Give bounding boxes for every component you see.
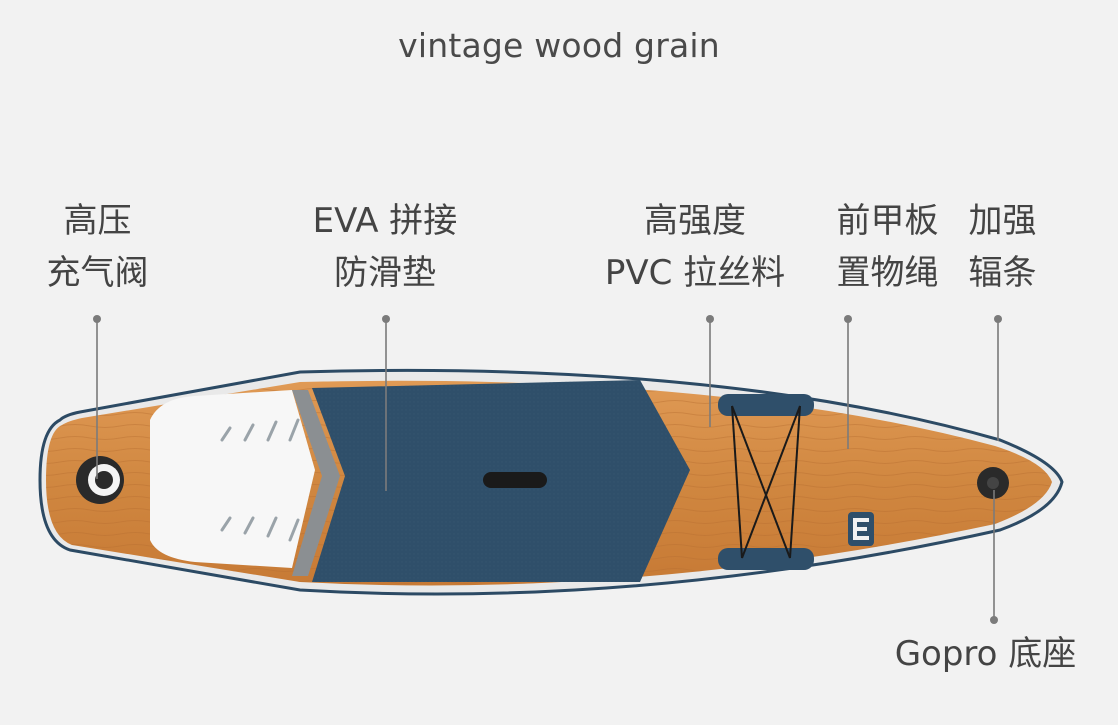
bungee-anchor-bottom bbox=[718, 548, 814, 570]
label-rib-line2: 辐条 bbox=[968, 253, 1037, 293]
label-pvc-line1: 高强度 bbox=[644, 201, 746, 241]
label-eva-line2: 防滑垫 bbox=[334, 253, 436, 293]
label-eva: EVA 拼接 防滑垫 bbox=[295, 195, 475, 299]
label-pvc: 高强度 PVC 拉丝料 bbox=[585, 195, 805, 299]
label-pvc-line2: PVC 拉丝料 bbox=[604, 253, 786, 293]
label-eva-line1: EVA 拼接 bbox=[312, 201, 458, 241]
gopro-mount-icon bbox=[977, 467, 1009, 499]
label-bungee-line1: 前甲板 bbox=[836, 201, 939, 241]
label-valve-line2: 充气阀 bbox=[46, 253, 149, 293]
bungee-cords bbox=[731, 405, 801, 559]
brand-logo-icon bbox=[848, 512, 874, 546]
chevron-stripe bbox=[292, 390, 340, 576]
page-title: vintage wood grain bbox=[398, 26, 720, 65]
label-valve: 高压 充气阀 bbox=[30, 195, 165, 299]
label-rib-line1: 加强 bbox=[968, 201, 1037, 241]
tail-pad-grooves bbox=[220, 418, 300, 542]
label-rib: 加强 辐条 bbox=[955, 195, 1050, 299]
label-gopro: Gopro 底座 bbox=[894, 634, 1077, 674]
carry-handle bbox=[483, 472, 547, 488]
bungee-anchor-top bbox=[718, 394, 814, 416]
label-bungee: 前甲板 置物绳 bbox=[820, 195, 955, 299]
callouts bbox=[93, 315, 1002, 624]
valve-icon bbox=[76, 456, 124, 504]
label-bungee-line2: 置物绳 bbox=[836, 253, 939, 293]
label-valve-line1: 高压 bbox=[63, 201, 132, 241]
